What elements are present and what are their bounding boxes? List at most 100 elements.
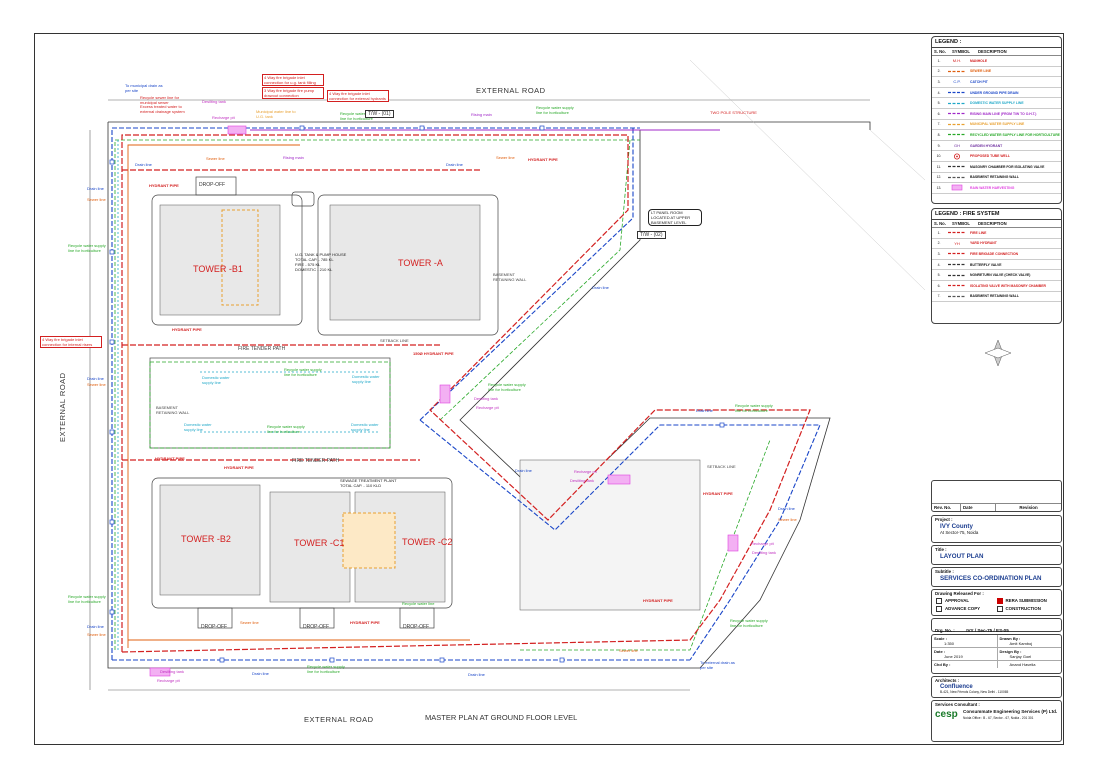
site-boundary	[107, 121, 871, 669]
drop-off-label: DROP-OFF	[303, 624, 330, 630]
hydrant-pipe	[121, 134, 811, 653]
row-number: 4.	[937, 90, 941, 95]
fire-legend-symbol-icon	[946, 229, 968, 236]
recycle-short-label: Recycle water line	[402, 601, 435, 606]
tower-c1-label: TOWER -C1	[294, 538, 345, 548]
project-block: Project : IVY County At Sector-75, Noida	[931, 515, 1062, 543]
legend-title: LEGEND :	[932, 37, 1061, 48]
fire-legend-symbol-icon	[946, 261, 968, 268]
checkbox-icon	[936, 598, 942, 604]
legend-row: 13.RAIN WATER HARVESTING	[932, 183, 1061, 194]
sewer-line-label: Sewer line	[619, 648, 638, 653]
fire-brigade-callout-2: 3 Way fire brigade fire pump drawout con…	[262, 87, 324, 99]
row-number: 4.	[937, 262, 941, 267]
consultant-name: Consummate Engineering Services (P) Ltd.	[963, 709, 1058, 714]
legend-symbol-icon	[946, 153, 968, 160]
lt-panel-note: LT PANEL ROOM LOCATED AT UPPER BASEMENT …	[648, 209, 702, 226]
tower-a-label: TOWER -A	[398, 258, 443, 268]
recycle-line-label: Recycle water supply line for horticultu…	[267, 424, 305, 434]
drop-off-label: DROP-OFF	[199, 182, 226, 188]
recycle-line-label: Recycle water supply line for horticultu…	[68, 594, 106, 604]
retaining-wall-label: BASEMENT RETAINING WALL	[156, 405, 190, 415]
row-number: 7.	[937, 122, 941, 127]
domestic-line-label: Domestic water supply line	[351, 422, 379, 432]
recycle-line-label: Recycle water supply line for horticultu…	[488, 382, 526, 392]
drain-line-label: Drain line	[252, 671, 269, 676]
stp-info: SEWAGE TREATMENT PLANT TOTAL CAP. - 110 …	[340, 478, 397, 488]
legend-row: 8.RECYCLED WATER SUPPLY LINE FOR HORTICU…	[932, 130, 1061, 141]
legend-row: 5.DOMESTIC WATER SUPPLY LINE	[932, 98, 1061, 109]
sewer-line-label: Sewer line	[240, 620, 259, 625]
legend-symbol-icon	[946, 100, 968, 107]
fire-legend-row: 6.ISOLATING VALVE WITH MASONRY CHAMBER	[932, 281, 1061, 292]
row-number: 9.	[937, 143, 941, 148]
row-number: 6.	[937, 283, 941, 288]
sewer-line-label: Sewer line	[496, 155, 515, 160]
tower-floorplans	[159, 204, 701, 611]
drawing-number-block: Drg. No. : IVY / Sec-75 / ES-05	[931, 618, 1062, 633]
tower-b2-label: TOWER -B2	[181, 534, 231, 544]
legend-symbol-icon	[946, 163, 968, 170]
legend-symbol-icon	[946, 174, 968, 181]
recycle-line-label: Recycle water supply line for horticultu…	[536, 105, 574, 115]
road-left-label: EXTERNAL ROAD	[58, 372, 67, 442]
fire-legend-row: 1.FIRE LINE	[932, 228, 1061, 239]
scale-date-block: Scale :1:350 Drawn By :Amit Kamboj Date …	[931, 634, 1062, 674]
drain-line-label: Drain line	[468, 672, 485, 677]
fire-brigade-callout-1: 4 Way fire brigade inlet connection for …	[262, 74, 324, 86]
legend-row: 11.MASONRY CHAMBER FOR ISOLATING VALVE	[932, 162, 1061, 173]
legend-symbol-icon: C.P.	[946, 78, 968, 85]
drawing-number: IVY / Sec-75 / ES-05	[966, 628, 1009, 633]
sewer-line-label: Sewer line	[778, 517, 797, 522]
recycle-line-label: Recycle water supply line for horticultu…	[340, 111, 378, 121]
ugt-info: U.G. TANK & PUMP HOUSE TOTAL CAP. - 785 …	[295, 252, 347, 272]
hydrant-pipe-label: HYDRANT PIPE	[224, 465, 254, 470]
hatch-lines	[689, 59, 926, 291]
row-description: RAIN WATER HARVESTING	[970, 185, 1015, 190]
legend-row: 2.SEWER LINE	[932, 67, 1061, 78]
release-rera: RERA SUBMISSION	[996, 598, 1058, 604]
sewer-line-label: Sewer line	[87, 632, 106, 637]
architect-name: Confluence	[940, 684, 973, 690]
legend-symbol-icon	[946, 121, 968, 128]
svg-text:C.P.: C.P.	[953, 79, 960, 84]
release-approval: APPROVAL	[936, 598, 997, 604]
sewer-line	[127, 144, 470, 648]
row-number: 1.	[937, 230, 941, 235]
plan-title: MASTER PLAN AT GROUND FLOOR LEVEL	[425, 713, 578, 722]
row-description: MUNICIPAL WATER SUPPLY LINE	[970, 122, 1025, 127]
recycle-line-label: Recycle water supply line for horticultu…	[307, 664, 345, 674]
desilting-tank-label: Desilting tank	[570, 478, 595, 483]
recharge-pit-label: Recharge pit	[476, 405, 499, 410]
fire-legend-symbol-icon	[946, 282, 968, 289]
fire-legend-row: 4.BUTTERFLY VALVE	[932, 260, 1061, 271]
release-block: Drawing Released For : APPROVAL RERA SUB…	[931, 589, 1062, 616]
recharge-pit-label: Recharge pit	[574, 469, 597, 474]
row-description: UNDER GROUND PIPE DRAIN	[970, 90, 1019, 95]
domestic-water-line	[117, 140, 380, 650]
rev-date-header: Date	[961, 504, 996, 511]
revision-header: Revision	[1019, 505, 1038, 510]
row-number: 2.	[937, 241, 941, 246]
legend-header: S. No. SYMBOL DESCRIPTION	[932, 48, 1061, 56]
fire-brigade-callout-4: 4 Way fire brigade inlet connection for …	[40, 336, 102, 348]
tower-b1-label: TOWER -B1	[193, 264, 243, 274]
rising-main-label: Rising main	[471, 112, 492, 117]
legend-symbol-icon	[946, 184, 968, 191]
legend-row: 7. MUNICIPAL WATER SUPPLY LINE	[932, 120, 1061, 131]
hydrant-pipe-label: HYDRANT PIPE	[528, 157, 558, 162]
project-name: IVY County	[940, 523, 973, 530]
consultant-address: Noida Office : B - 67, Sector - 67, Noid…	[963, 716, 1034, 720]
fire-legend-symbol-icon	[946, 272, 968, 279]
drain-line-label: Drain line	[87, 624, 104, 629]
row-number: 8.	[937, 132, 941, 137]
domestic-line-label: Domestic water supply line	[202, 375, 230, 385]
revision-block: Rev. No. Date Revision	[931, 480, 1062, 512]
hydrant-pipe-label: HYDRANT PIPE	[703, 491, 733, 496]
release-construction: CONSTRUCTION	[996, 606, 1058, 612]
row-description: CATCH PIT	[970, 79, 988, 84]
row-number: 6.	[937, 111, 941, 116]
